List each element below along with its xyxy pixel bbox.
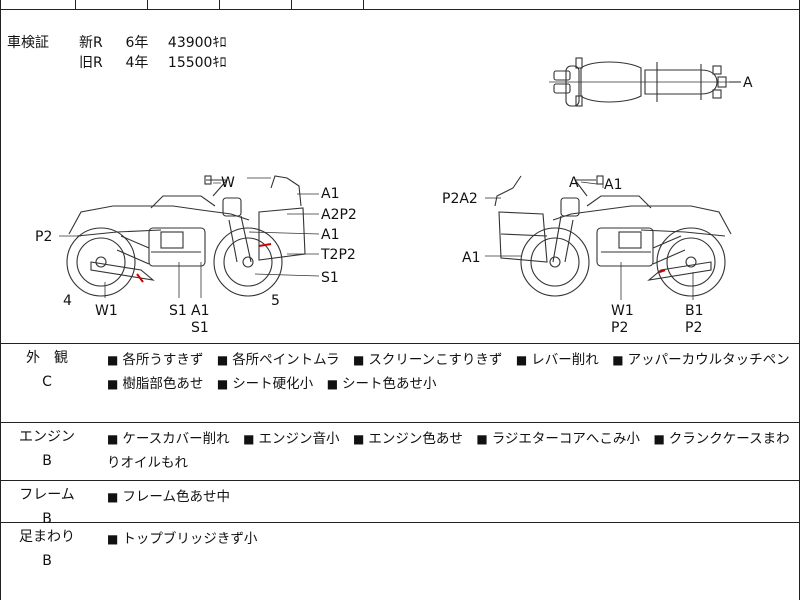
shaken-mileage: 43900ｷﾛ bbox=[167, 35, 227, 51]
damage-mark bbox=[136, 273, 144, 283]
condition-item: 各所うすきず bbox=[122, 352, 204, 368]
label-a1: A1 bbox=[604, 177, 623, 193]
bullet-square-icon: ■ bbox=[216, 353, 229, 367]
bullet-square-icon: ■ bbox=[515, 353, 528, 367]
label-s1: S1 bbox=[321, 270, 339, 286]
condition-item: シート色あせ小 bbox=[342, 376, 437, 392]
label-a2p2: A2P2 bbox=[321, 207, 357, 223]
label-s1: S1 bbox=[191, 320, 209, 336]
right-view-motorcycle bbox=[494, 175, 732, 297]
category-label: 外 観 bbox=[26, 350, 68, 366]
condition-item: トップブリッジきず小 bbox=[122, 531, 258, 547]
header-strip bbox=[1, 0, 800, 10]
top-view-label-a: A bbox=[743, 75, 753, 91]
condition-item: シート硬化小 bbox=[232, 376, 314, 392]
label-t2p2: T2P2 bbox=[321, 247, 356, 263]
grade-badge: B bbox=[42, 511, 52, 527]
bullet-square-icon: ■ bbox=[107, 432, 119, 446]
bullet-square-icon: ■ bbox=[476, 432, 488, 446]
condition-item: フレーム色あせ中 bbox=[122, 489, 230, 505]
condition-item: 各所ペイントムラ bbox=[232, 352, 340, 368]
label-p2a2: P2A2 bbox=[442, 191, 478, 207]
category-label: フレーム bbox=[19, 487, 75, 503]
left-view-leader-lines bbox=[59, 193, 320, 298]
header-cell bbox=[220, 0, 292, 10]
bullet-square-icon: ■ bbox=[326, 377, 339, 391]
label-s1: S1 bbox=[169, 303, 187, 319]
condition-row-frame: フレーム B ■フレーム色あせ中 bbox=[1, 481, 800, 527]
condition-item: ラジエターコアへこみ小 bbox=[491, 431, 640, 447]
shaken-kind: 新R bbox=[79, 35, 103, 51]
condition-items: ■フレーム色あせ中 bbox=[107, 485, 793, 509]
damage-diagram: A W A1 A2P2 A1 T2P2 S1 P2 4 5 W1 S1 A1 S… bbox=[1, 0, 800, 345]
condition-items: ■トップブリッジきず小 bbox=[107, 527, 793, 551]
label-b1: B1 bbox=[685, 303, 704, 319]
condition-items: ■各所うすきず ■各所ペイントムラ ■スクリーンこすりきず ■レバー削れ ■アッ… bbox=[107, 348, 793, 396]
shaken-mileage: 15500ｷﾛ bbox=[167, 55, 227, 71]
condition-item: エンジン色あせ bbox=[368, 431, 463, 447]
shaken-years: 6年 bbox=[125, 35, 149, 51]
label-w1: W1 bbox=[611, 303, 634, 319]
condition-row-engine: エンジン B ■ケースカバー削れ ■エンジン音小 ■エンジン色あせ ■ラジエター… bbox=[1, 423, 800, 481]
condition-row-exterior: 外 観 C ■各所うすきず ■各所ペイントムラ ■スクリーンこすりきず ■レバー… bbox=[1, 344, 800, 423]
grade-badge: C bbox=[42, 374, 52, 390]
motorcycle-drawings bbox=[59, 57, 741, 300]
label-w: W bbox=[221, 175, 235, 191]
bullet-square-icon: ■ bbox=[353, 353, 365, 367]
shaken-label: 車検証 bbox=[7, 35, 49, 51]
grade-badge: B bbox=[42, 553, 52, 569]
grade-badge: B bbox=[42, 453, 52, 469]
bullet-square-icon: ■ bbox=[216, 377, 229, 391]
damage-mark bbox=[658, 268, 666, 274]
label-p2: P2 bbox=[35, 229, 53, 245]
label-number-5: 5 bbox=[271, 293, 280, 309]
label-a1: A1 bbox=[462, 250, 481, 266]
condition-item: レバー削れ bbox=[531, 352, 599, 368]
label-p2: P2 bbox=[685, 320, 703, 336]
header-cell bbox=[292, 0, 364, 10]
shaken-kind: 旧R bbox=[79, 55, 103, 71]
condition-category: 外 観 C bbox=[1, 344, 93, 394]
shaken-years: 4年 bbox=[125, 55, 149, 71]
label-a1: A1 bbox=[321, 227, 340, 243]
category-label: エンジン bbox=[19, 429, 75, 445]
condition-item: ケースカバー削れ bbox=[122, 431, 230, 447]
header-cell bbox=[76, 0, 148, 10]
bullet-square-icon: ■ bbox=[353, 432, 365, 446]
condition-items: ■ケースカバー削れ ■エンジン音小 ■エンジン色あせ ■ラジエターコアへこみ小 … bbox=[107, 427, 793, 475]
label-w1: W1 bbox=[95, 303, 118, 319]
bullet-square-icon: ■ bbox=[107, 353, 119, 367]
shaken-row-new: 新R 6年 43900ｷﾛ bbox=[79, 33, 226, 53]
condition-item: スクリーンこすりきず bbox=[368, 352, 503, 368]
bullet-square-icon: ■ bbox=[107, 377, 119, 391]
label-a1: A1 bbox=[191, 303, 210, 319]
right-view-leader-lines bbox=[485, 181, 694, 300]
bullet-square-icon: ■ bbox=[243, 432, 255, 446]
condition-item: 樹脂部色あせ bbox=[122, 376, 204, 392]
bullet-square-icon: ■ bbox=[612, 353, 624, 367]
left-view-motorcycle bbox=[66, 175, 306, 297]
label-p2: P2 bbox=[611, 320, 629, 336]
bullet-square-icon: ■ bbox=[107, 532, 119, 546]
label-a: A bbox=[569, 175, 579, 191]
label-a1: A1 bbox=[321, 186, 340, 202]
category-label: 足まわり bbox=[19, 529, 75, 545]
top-view-motorcycle bbox=[549, 57, 741, 107]
condition-category: フレーム B bbox=[1, 481, 93, 531]
condition-category: エンジン B bbox=[1, 423, 93, 473]
header-cell bbox=[148, 0, 220, 10]
damage-mark bbox=[258, 243, 272, 247]
condition-item: アッパーカウルタッチペン bbox=[627, 352, 790, 368]
header-cell bbox=[1, 0, 76, 10]
condition-row-suspension: 足まわり B ■トップブリッジきず小 bbox=[1, 523, 800, 600]
condition-item: クランクケースまわりオイルもれ bbox=[107, 431, 790, 471]
condition-item: エンジン音小 bbox=[258, 431, 340, 447]
condition-table: 外 観 C ■各所うすきず ■各所ペイントムラ ■スクリーンこすりきず ■レバー… bbox=[1, 343, 800, 600]
bullet-square-icon: ■ bbox=[107, 490, 119, 504]
condition-category: 足まわり B bbox=[1, 523, 93, 573]
bullet-square-icon: ■ bbox=[653, 432, 665, 446]
label-number-4: 4 bbox=[63, 293, 72, 309]
shaken-row-old: 旧R 4年 15500ｷﾛ bbox=[79, 53, 226, 73]
